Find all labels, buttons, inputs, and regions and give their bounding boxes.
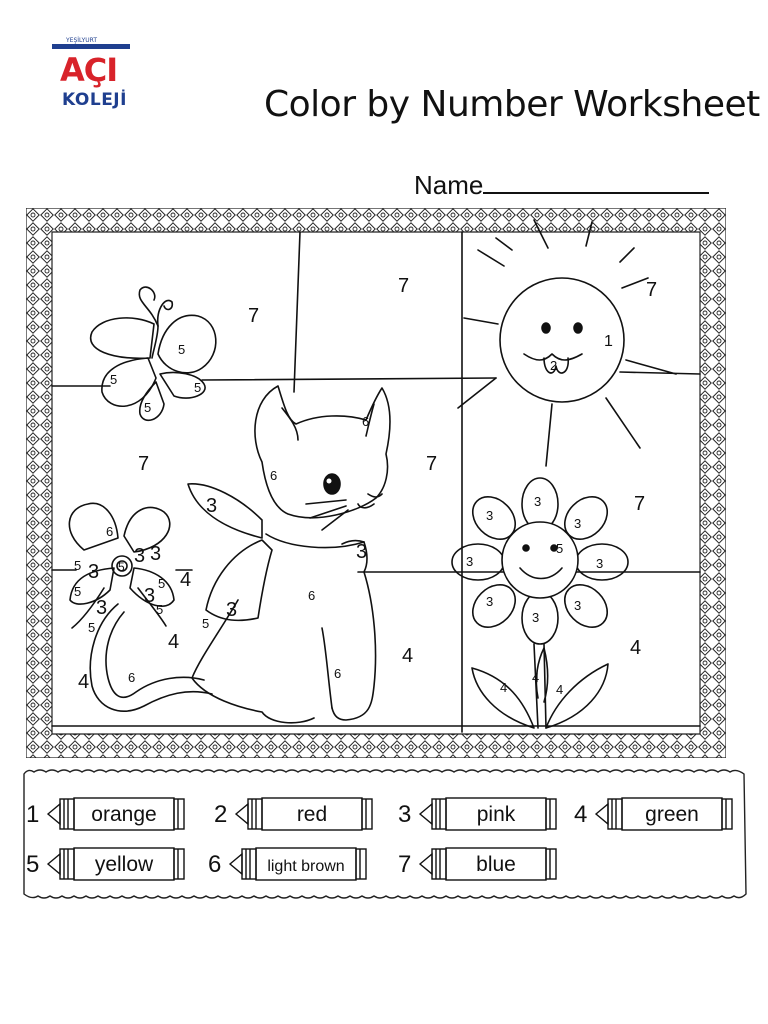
key-number: 7 <box>398 851 411 878</box>
flower <box>451 477 629 729</box>
num-right-of-flower: 7 <box>634 493 645 515</box>
num-flower-p2: 3 <box>486 508 493 523</box>
num-bow-ground: 4 <box>180 569 191 591</box>
key-color-label: yellow <box>95 853 154 876</box>
num-toy-bow-center: 5 <box>118 560 125 574</box>
num-sun-tongue: 2 <box>550 358 557 373</box>
num-toy-bow-3: 3 <box>150 543 161 565</box>
num-cat-body: 6 <box>308 588 315 603</box>
num-flower-p6: 3 <box>486 594 493 609</box>
crayon-icon <box>234 797 373 831</box>
num-cat-tail: 6 <box>128 670 135 685</box>
num-cat-leg: 6 <box>334 666 341 681</box>
key-number: 1 <box>26 801 39 828</box>
num-cat-head: 6 <box>362 414 369 429</box>
num-flower-center: 5 <box>556 541 563 556</box>
name-label: Name <box>414 170 484 200</box>
num-sky-middle: 7 <box>398 275 409 297</box>
logo-top-bar: YEŞİLYURT <box>52 37 130 49</box>
num-flower-p5: 3 <box>596 556 603 571</box>
num-butterfly-2: 5 <box>110 372 117 387</box>
num-ground-left: 4 <box>78 671 89 693</box>
sun <box>457 219 677 467</box>
num-flower-leaf-2: 4 <box>532 670 539 685</box>
name-field[interactable]: Name <box>414 170 710 201</box>
key-color-label: light brown <box>267 858 344 875</box>
key-item: 2 red <box>214 797 373 831</box>
coloring-picture: 7 7 7 7 7 7 4 4 4 4 4 5 5 5 5 1 2 6 6 6 … <box>26 208 726 758</box>
name-line[interactable] <box>483 170 710 194</box>
num-flower-p7: 3 <box>574 598 581 613</box>
key-number: 6 <box>208 851 221 878</box>
num-toy-bow-5: 3 <box>144 585 155 607</box>
num-toy-bow-s3: 5 <box>88 620 95 635</box>
num-mid-right: 7 <box>426 453 437 475</box>
num-ground-mid: 4 <box>402 645 413 667</box>
crayon-icon <box>228 847 367 881</box>
key-item: 5 yellow <box>26 847 185 881</box>
num-toy-bow-1: 3 <box>88 561 99 583</box>
num-sky-left: 7 <box>248 305 259 327</box>
key-color-label: orange <box>91 803 156 826</box>
num-flower-p4: 3 <box>466 554 473 569</box>
butterfly <box>89 286 217 422</box>
num-sun-face: 1 <box>604 333 613 350</box>
decorative-border <box>26 208 726 758</box>
key-color-label: red <box>297 803 327 826</box>
num-ground-right: 4 <box>630 637 641 659</box>
key-number: 4 <box>574 801 587 828</box>
num-cat-scarf-tail: 5 <box>202 616 209 631</box>
key-item: 3 pink <box>398 797 557 831</box>
num-flower-p1: 3 <box>534 494 541 509</box>
page-title: Color by Number Worksheet <box>264 84 760 125</box>
num-flower-p8: 3 <box>532 610 539 625</box>
num-toy-bow-2: 3 <box>134 545 145 567</box>
crayon-icon <box>418 847 557 881</box>
num-sky-right: 7 <box>646 279 657 301</box>
crayon-icon <box>46 847 185 881</box>
logo-small-text: YEŞİLYURT <box>64 37 100 44</box>
key-number: 2 <box>214 801 227 828</box>
num-bow-lower: 4 <box>168 631 179 653</box>
num-flower-leaf-3: 4 <box>556 682 563 697</box>
key-scalloped-border <box>23 769 747 899</box>
num-cat-face: 6 <box>270 468 277 483</box>
cat <box>89 385 391 724</box>
logo-sub-text: KOLEJİ <box>62 90 127 110</box>
key-number: 5 <box>26 851 39 878</box>
key-item: 4 green <box>574 797 733 831</box>
num-cat-bow-big: 3 <box>206 495 217 517</box>
num-toy-bow-s1: 5 <box>74 558 81 573</box>
num-butterfly-4: 5 <box>144 400 151 415</box>
num-cat-scarf-end: 3 <box>226 599 237 621</box>
num-mid-left: 7 <box>138 453 149 475</box>
num-flower-leaf-1: 4 <box>500 680 507 695</box>
key-color-label: green <box>645 803 699 826</box>
logo-main-text: AÇI <box>60 51 118 89</box>
key-color-label: blue <box>476 853 516 876</box>
num-cat-scarf: 3 <box>356 541 367 563</box>
key-item: 1 orange <box>26 797 185 831</box>
crayon-icon <box>418 797 557 831</box>
num-toy-bow-s2: 5 <box>74 584 81 599</box>
key-item: 6 light brown <box>208 847 367 881</box>
key-color-label: pink <box>477 803 516 826</box>
school-logo: YEŞİLYURT AÇI KOLEJİ <box>52 37 138 122</box>
num-toy-bow-s5: 5 <box>156 602 163 617</box>
num-butterfly-1: 5 <box>178 342 185 357</box>
crayon-icon <box>594 797 733 831</box>
num-flower-p3: 3 <box>574 516 581 531</box>
num-toy-bow-4: 3 <box>96 597 107 619</box>
num-toy-bow-s4: 5 <box>158 576 165 591</box>
key-item: 7 blue <box>398 847 557 881</box>
crayon-icon <box>46 797 185 831</box>
num-cat-bow-top: 6 <box>106 524 113 539</box>
ribbon-bow <box>68 502 175 629</box>
color-key: 1 orange 2 red 3 pink 4 green 5 yellow 6 light brow… <box>23 769 747 899</box>
key-number: 3 <box>398 801 411 828</box>
num-butterfly-3: 5 <box>194 380 201 395</box>
